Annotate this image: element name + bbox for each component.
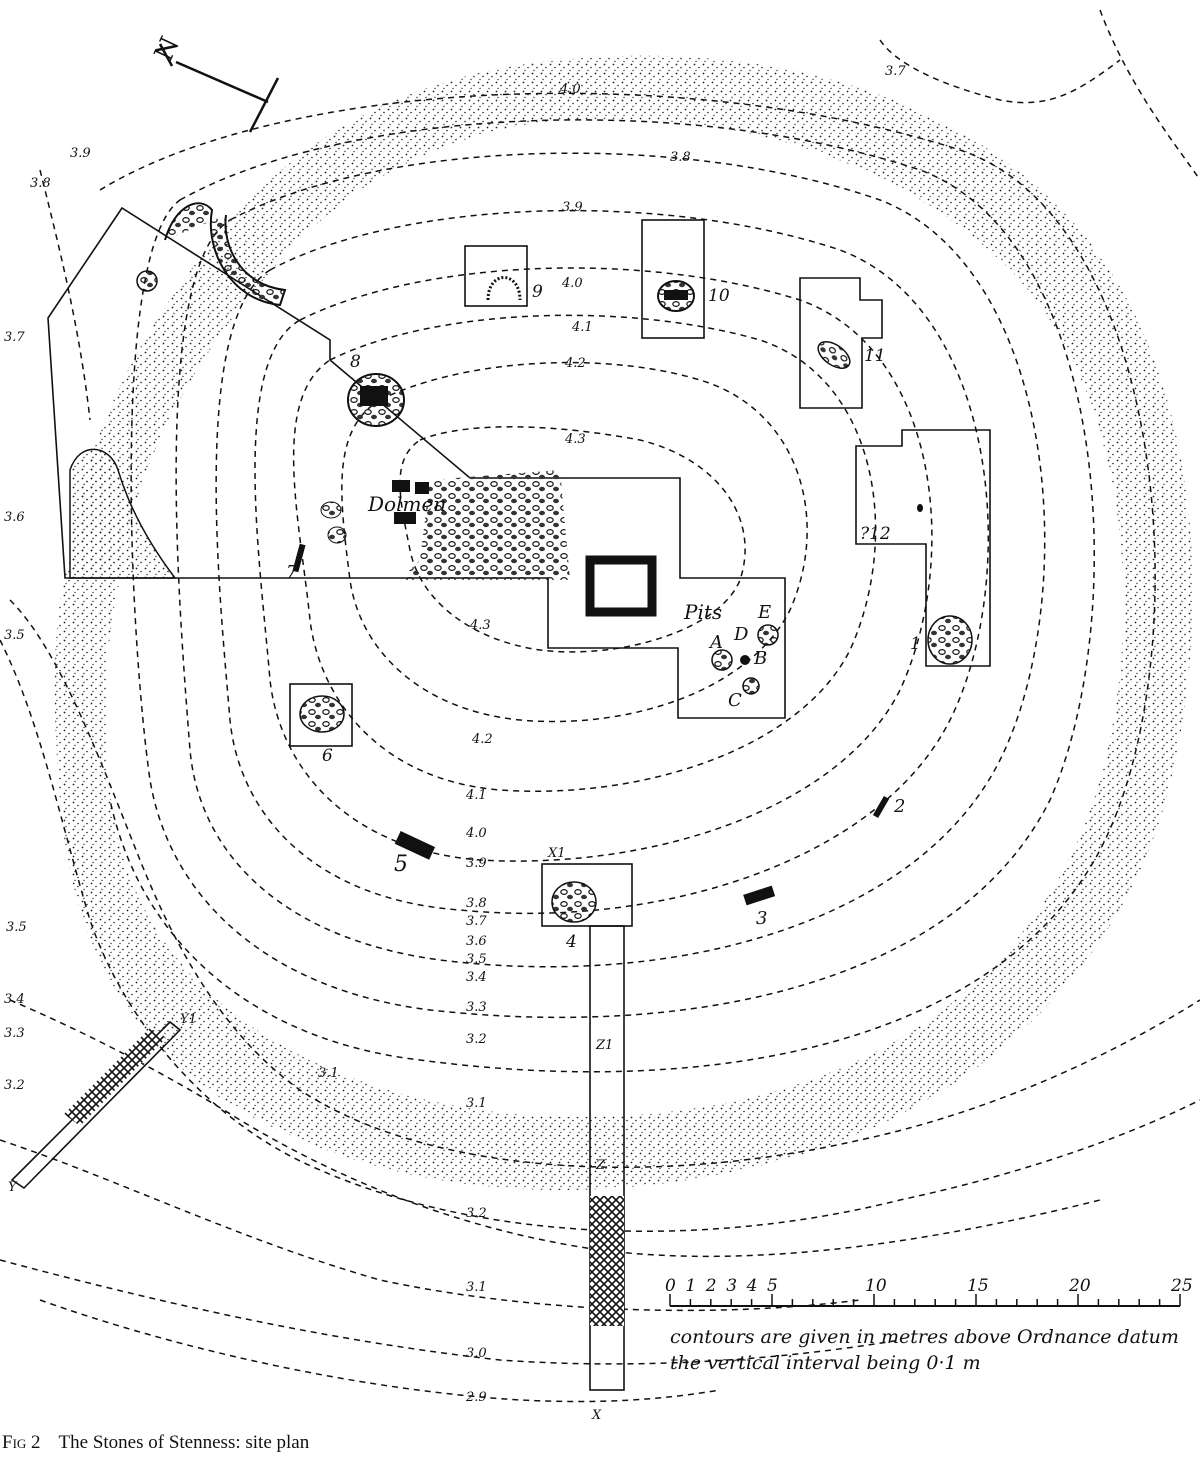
contour-label: 4.2	[565, 356, 586, 371]
section-marker: X1	[548, 846, 566, 861]
feature-label: D	[734, 624, 749, 645]
contour-label: 3.1	[318, 1066, 339, 1081]
contour-label: 3.2	[466, 1032, 487, 1047]
section-marker: Y	[8, 1180, 17, 1195]
contour-label: 4.2	[472, 732, 493, 747]
feature-label: 11	[864, 346, 886, 366]
feature-label: 9	[532, 282, 543, 302]
contour-label: 3.4	[466, 970, 487, 985]
section-marker: X	[592, 1408, 602, 1423]
feature-label: 2	[894, 796, 906, 817]
figure-number: Fig 2	[2, 1432, 41, 1453]
contour-label: 3.2	[466, 1206, 487, 1221]
feature-label: 6	[322, 746, 333, 766]
scale-tick-label: 10	[865, 1276, 887, 1296]
contour-label: 4.1	[572, 320, 593, 335]
feature-label: C	[728, 690, 742, 711]
contour-label: 3.6	[4, 510, 25, 525]
scale-tick-label: 2	[705, 1276, 717, 1296]
contour-label: 3.8	[670, 150, 691, 165]
contour-label: 3.8	[466, 896, 487, 911]
trench-crosshatch-south	[590, 1196, 624, 1326]
contour-label: 3.7	[885, 64, 906, 79]
contour-label: 3.7	[466, 914, 487, 929]
feature-label: ?12	[860, 524, 891, 544]
contour-label: 3.9	[466, 856, 487, 871]
contour-label: 4.0	[562, 276, 583, 291]
feature-label: 5	[394, 852, 408, 877]
section-marker: Z1	[596, 1038, 614, 1053]
scale-tick-label: 0	[665, 1276, 676, 1296]
scale-tick-label: 5	[767, 1276, 778, 1296]
contour-label: 4.0	[466, 826, 487, 841]
contour-label: 3.7	[4, 330, 25, 345]
scale-tick-label: 3	[726, 1276, 738, 1296]
contour-label: 3.6	[466, 934, 487, 949]
trench-outlines	[10, 206, 991, 1391]
feature-label: 8	[350, 352, 361, 372]
scale-bar	[669, 1294, 1181, 1307]
north-arrow	[158, 43, 280, 133]
scale-tick-label: 20	[1069, 1276, 1091, 1296]
scale-tick-label: 25	[1171, 1276, 1193, 1296]
feature-label: 4	[566, 932, 577, 952]
feature-label: B	[754, 648, 768, 669]
contour-label: 2.9	[466, 1390, 487, 1405]
section-marker: Z	[596, 1158, 606, 1173]
contour-label: 4.3	[470, 618, 491, 633]
feature-label: 7	[286, 562, 298, 583]
section-marker: Y1	[180, 1012, 197, 1027]
contour-label: 4.0	[560, 82, 581, 97]
contour-label: 3.1	[466, 1280, 487, 1295]
figure-title: The Stones of Stenness: site plan	[58, 1432, 310, 1453]
contour-label: 3.1	[466, 1096, 487, 1111]
contour-label: 3.9	[70, 146, 91, 161]
feature-label: 1	[910, 634, 921, 654]
feature-label: 10	[708, 286, 730, 306]
contour-label: 3.0	[466, 1346, 487, 1361]
scale-note-line1: contours are given in metres above Ordna…	[670, 1326, 1179, 1348]
contour-lines	[0, 9, 1200, 1403]
contour-label: 3.4	[4, 992, 25, 1007]
scale-tick-label: 4	[746, 1276, 758, 1296]
contour-label: 4.1	[466, 788, 487, 803]
contour-label: 3.3	[4, 1026, 25, 1041]
contour-label: 3.5	[6, 920, 27, 935]
contour-label: 3.2	[4, 1078, 25, 1093]
scale-tick-label: 15	[967, 1276, 989, 1296]
contour-label: 3.8	[30, 176, 51, 191]
feature-label: A	[710, 632, 723, 653]
scale-note-line2: the vertical interval being 0·1 m	[670, 1352, 981, 1374]
trench-crosshatch-west	[64, 1028, 166, 1126]
feature-label: Dolmen	[368, 492, 447, 516]
feature-label: 3	[756, 908, 768, 929]
feature-label: E	[758, 602, 772, 623]
stone-features	[69, 202, 973, 923]
contour-label: 3.9	[562, 200, 583, 215]
contour-label: 4.3	[565, 432, 586, 447]
figure-caption: Fig 2 The Stones of Stenness: site plan	[2, 1432, 309, 1454]
contour-label: 3.5	[4, 628, 25, 643]
feature-label: Pits	[684, 600, 723, 624]
scale-tick-label: 1	[685, 1276, 697, 1296]
contour-label: 3.5	[466, 952, 487, 967]
contour-label: 3.3	[466, 1000, 487, 1015]
